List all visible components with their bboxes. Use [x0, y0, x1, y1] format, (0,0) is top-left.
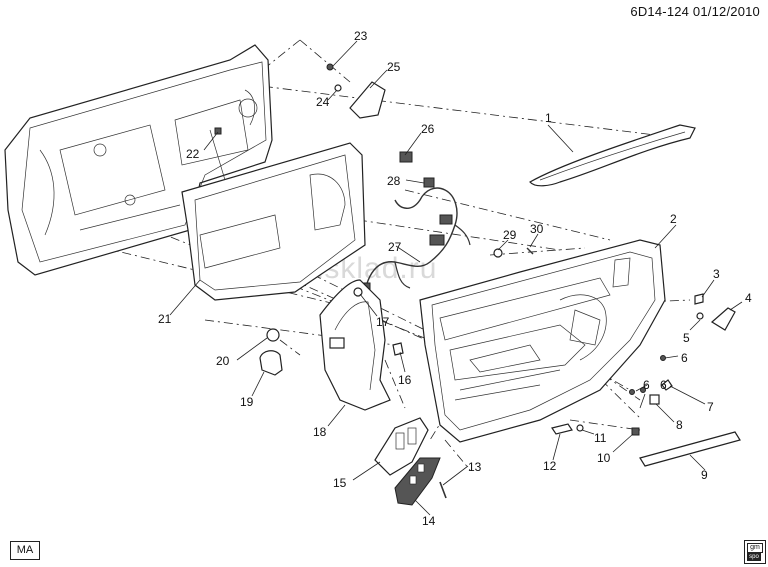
callout-18: 18 — [313, 425, 327, 439]
callout-5: 5 — [683, 331, 690, 345]
callout-7: 7 — [707, 400, 714, 414]
callout-10: 10 — [597, 451, 611, 465]
callout-9: 9 — [701, 468, 708, 482]
callout-29: 29 — [503, 228, 517, 242]
callout-14: 14 — [422, 514, 436, 528]
window-switch — [394, 457, 441, 506]
callout-6b: 6 — [643, 378, 650, 392]
callout-27: 27 — [388, 240, 402, 254]
callout-13: 13 — [468, 460, 482, 474]
callout-2: 2 — [670, 212, 677, 226]
callout-15: 15 — [333, 476, 347, 490]
callout-8: 8 — [676, 418, 683, 432]
callout-28: 28 — [387, 174, 401, 188]
fasteners — [214, 63, 704, 499]
callout-22: 22 — [186, 147, 200, 161]
callout-25: 25 — [387, 60, 401, 74]
callout-11: 11 — [594, 431, 607, 445]
callout-3: 3 — [713, 267, 720, 281]
handle-cup — [259, 350, 283, 376]
switch-bezel — [374, 417, 429, 476]
upper-trim-molding — [529, 124, 696, 187]
door-trim-panel — [419, 239, 666, 443]
callout-leaders — [169, 40, 743, 516]
callout-17: 17 — [376, 315, 390, 329]
end-cap — [710, 307, 736, 331]
callout-12: 12 — [543, 459, 557, 473]
callout-16: 16 — [398, 373, 412, 387]
callout-26: 26 — [421, 122, 435, 136]
mirror-cover — [349, 81, 386, 119]
callout-30: 30 — [530, 222, 544, 236]
callout-1: 1 — [545, 111, 552, 125]
gm-spo-logo: gm spo — [744, 540, 766, 564]
diagram-header: 6D14-124 01/12/2010 — [630, 4, 760, 19]
callout-23: 23 — [354, 29, 368, 43]
logo-top-text: gm — [747, 543, 763, 553]
callout-24: 24 — [316, 95, 330, 109]
grille-cover — [319, 279, 391, 411]
corner-code-box: MA — [10, 541, 40, 560]
callout-4: 4 — [745, 291, 752, 305]
diagram-date: 01/12/2010 — [692, 4, 760, 19]
door-inner-frame — [4, 44, 273, 276]
callout-labels: 1 2 3 4 5 6 6 6 7 8 9 10 11 12 13 14 15 … — [158, 29, 752, 528]
water-deflector — [181, 142, 366, 301]
logo-bottom-text: spo — [747, 553, 761, 561]
diagram-code: 6D14-124 — [630, 4, 690, 19]
callout-19: 19 — [240, 395, 254, 409]
callout-21: 21 — [158, 312, 172, 326]
callout-6a: 6 — [681, 351, 688, 365]
callout-6c: 6 — [660, 378, 667, 392]
lower-trim-molding — [639, 431, 741, 467]
callout-20: 20 — [216, 354, 230, 368]
